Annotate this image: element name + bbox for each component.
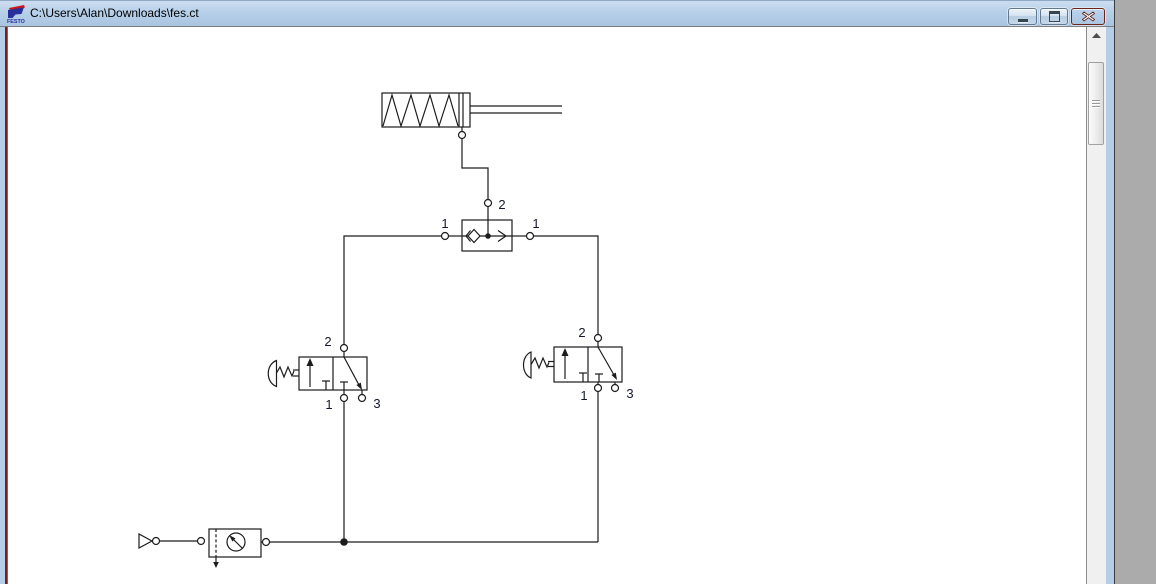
junction-dot — [340, 538, 348, 546]
wire-supply-bus[interactable] — [269, 391, 599, 546]
vertical-scrollbar[interactable] — [1087, 27, 1106, 584]
restore-icon — [1048, 11, 1060, 22]
wire-shuttle-to-right-valve[interactable] — [533, 235, 603, 347]
minimize-icon — [1017, 18, 1028, 22]
shuttle-port-label-top: 2 — [498, 197, 505, 212]
left-valve-port-label-2: 2 — [324, 334, 331, 349]
cylinder-single-acting[interactable] — [381, 92, 562, 140]
close-icon — [1081, 11, 1095, 22]
minimize-button[interactable] — [1008, 8, 1037, 25]
red-accent-border — [5, 27, 7, 584]
shuttle-port-label-left: 1 — [441, 216, 448, 231]
left-valve-port-label-1: 1 — [325, 397, 332, 412]
svg-text:FESTO: FESTO — [7, 19, 25, 24]
festo-app-icon: FESTO — [6, 4, 26, 25]
right-valve-port-label-3: 3 — [626, 386, 633, 401]
valve-32-pushbutton-left[interactable]: 2 1 3 — [267, 334, 381, 412]
circuit-canvas[interactable]: 1 1 2 — [8, 27, 1087, 584]
scroll-up-arrow-icon — [1092, 33, 1101, 38]
shuttle-port-label-right: 1 — [532, 216, 539, 231]
right-valve-port-label-2: 2 — [578, 325, 585, 340]
push-button-icon[interactable] — [267, 359, 299, 388]
right-valve-port-label-1: 1 — [580, 388, 587, 403]
push-button-icon[interactable] — [522, 351, 555, 379]
window-title: C:\Users\Alan\Downloads\fes.ct — [30, 6, 199, 20]
scrollbar-thumb[interactable] — [1088, 62, 1104, 145]
air-service-unit[interactable] — [208, 528, 271, 568]
restore-button[interactable] — [1040, 8, 1068, 25]
wire-shuttle-to-left-valve[interactable] — [339, 235, 442, 357]
left-valve-port-label-3: 3 — [373, 396, 380, 411]
canvas-edge-left — [7, 27, 8, 584]
close-button[interactable] — [1071, 8, 1105, 25]
wire-cylinder-to-shuttle[interactable] — [461, 138, 493, 221]
cylinder-port-connector[interactable] — [457, 130, 467, 140]
fluidsim-window: FESTO C:\Users\Alan\Downloads\fes.ct — [0, 0, 1114, 584]
titlebar[interactable]: FESTO C:\Users\Alan\Downloads\fes.ct — [0, 0, 1114, 28]
shuttle-ball-icon — [467, 228, 481, 244]
thumb-grip-icon — [1092, 99, 1100, 108]
compressed-air-source[interactable] — [138, 532, 206, 550]
window-border-left — [0, 27, 5, 584]
valve-32-pushbutton-right[interactable]: 2 1 3 — [522, 325, 634, 403]
shuttle-valve[interactable]: 1 1 2 — [440, 197, 540, 252]
window-edge-line — [1114, 0, 1115, 584]
scroll-up-button[interactable] — [1087, 27, 1106, 44]
window-border-right — [1106, 27, 1114, 584]
